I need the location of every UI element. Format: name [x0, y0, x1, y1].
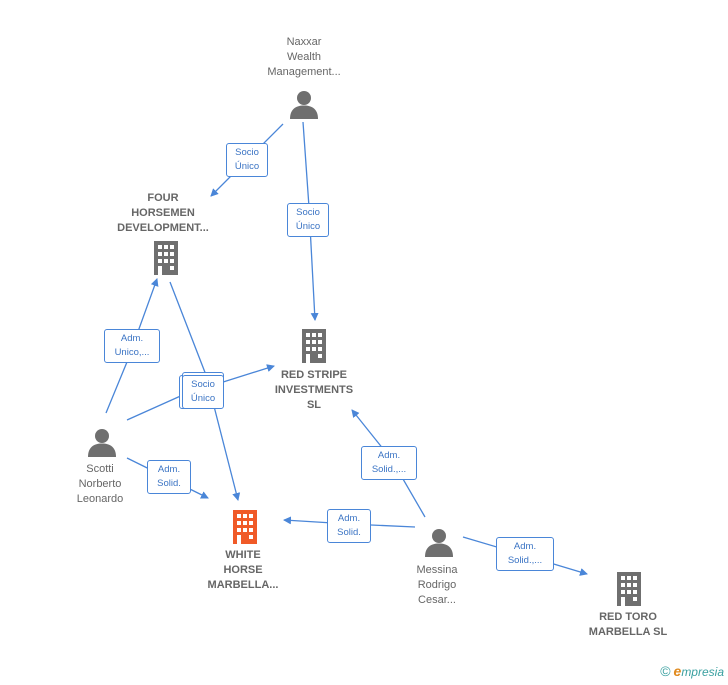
node-label-red_toro[interactable]: RED TORO MARBELLA SL: [588, 611, 668, 638]
edge-label-e1[interactable]: Socio Único: [226, 143, 268, 177]
footer-brand: ©empresia: [660, 663, 724, 679]
edge-label-e8[interactable]: Adm. Solid.: [327, 509, 371, 543]
building-icon-red_stripe[interactable]: [302, 329, 326, 363]
node-label-red_stripe[interactable]: RED STRIPE INVESTMENTS SL: [274, 369, 354, 411]
edge-label-e2[interactable]: Socio Único: [287, 203, 329, 237]
person-icon-scotti[interactable]: [88, 429, 116, 457]
node-label-naxxar[interactable]: Naxxar Wealth Management...: [267, 36, 341, 78]
edge-label-e6[interactable]: Adm. Solid.: [147, 460, 191, 494]
node-label-messina[interactable]: Messina Rodrigo Cesar...: [416, 564, 458, 606]
edge-label-e3[interactable]: Adm. Unico,...: [104, 329, 160, 363]
copyright-icon: ©: [660, 663, 671, 679]
person-icon-naxxar[interactable]: [290, 91, 318, 119]
node-label-scotti[interactable]: Scotti Norberto Leonardo: [76, 463, 124, 505]
node-label-white_horse[interactable]: WHITE HORSE MARBELLA...: [207, 549, 279, 591]
brand-logo-initial: e: [673, 663, 682, 679]
edge-label-e5[interactable]: Socio Único: [182, 375, 224, 409]
building-icon-four_horsemen[interactable]: [154, 241, 178, 275]
edge-label-e9[interactable]: Adm. Solid.,...: [496, 537, 554, 571]
brand-logo-text: mpresia: [681, 665, 724, 679]
building-icon-white_horse[interactable]: [233, 510, 257, 544]
person-icon-messina[interactable]: [425, 529, 453, 557]
building-icon-red_toro[interactable]: [617, 572, 641, 606]
node-label-four_horsemen[interactable]: FOUR HORSEMEN DEVELOPMENT...: [117, 192, 209, 234]
edge-label-e7[interactable]: Adm. Solid.,...: [361, 446, 417, 480]
